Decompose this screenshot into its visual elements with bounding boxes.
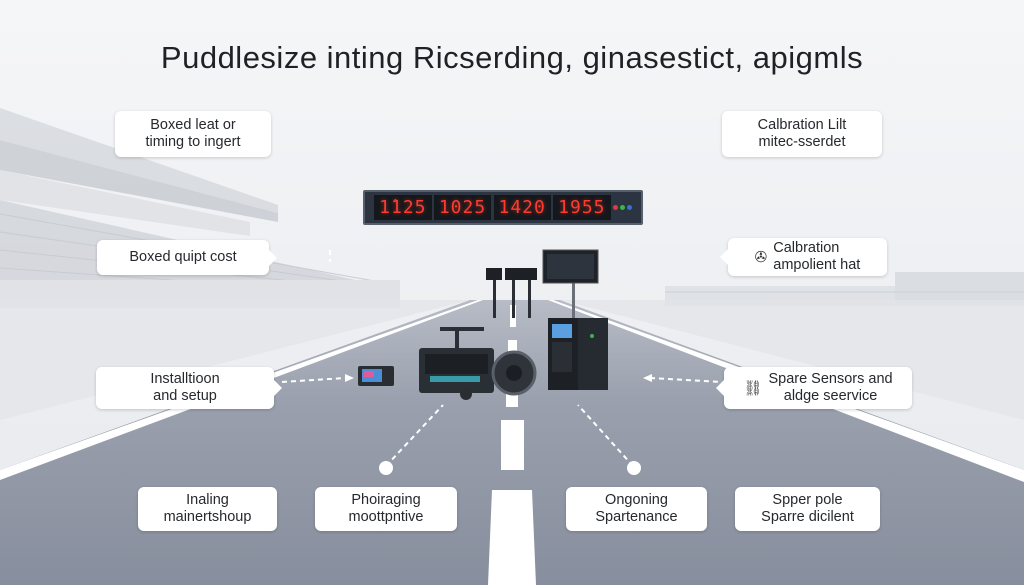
label-bottom-1-line1: Inaling	[186, 492, 229, 508]
label-bottom-3-line2: Spartenance	[595, 509, 678, 525]
label-bottom-3: Ongoning Spartenance	[566, 487, 707, 531]
page-title: Puddlesize inting Ricserding, ginasestic…	[160, 40, 864, 75]
timing-equipment	[358, 318, 608, 400]
label-bottom-2-line1: Phoiraging	[351, 492, 421, 508]
status-dot-green	[619, 205, 625, 210]
label-spare-sensors: ⛓ Spare Sensors and aldge seervice	[716, 367, 912, 409]
link-icon: ⛓	[743, 379, 763, 397]
connector-lines	[281, 250, 723, 467]
status-dots	[612, 205, 632, 210]
label-installation-line2: and setup	[153, 388, 217, 404]
label-mid-left-line1: Boxed quipt cost	[129, 249, 237, 265]
label-spare-sensors-line2: aldge seervice	[783, 388, 878, 404]
label-bottom-3-line1: Ongoning	[605, 492, 668, 508]
label-mid-left: Boxed quipt cost	[97, 240, 277, 275]
label-mid-right: ✇ Calbration ampolient hat	[720, 238, 887, 276]
label-bottom-2: Phoiraging moottpntive	[315, 487, 457, 531]
label-top-left-line1: Boxed leat or	[150, 117, 236, 133]
wrench-circle-icon: ✇	[754, 248, 768, 266]
label-mid-right-line1: Calbration	[773, 240, 840, 256]
label-bottom-1: Inaling mainertshoup	[138, 487, 277, 531]
label-bottom-4-line2: Sparre dicilent	[761, 509, 854, 525]
label-bottom-4-line1: Spper pole	[772, 492, 843, 508]
label-installation: Installtioon and setup	[96, 367, 282, 409]
label-bottom-4: Spper pole Sparre dicilent	[735, 487, 880, 531]
label-mid-right-line2: ampolient hat	[773, 257, 861, 273]
status-dot-blue	[626, 205, 632, 210]
scoreboard-readout-2: 1025	[433, 195, 492, 220]
label-bottom-2-line2: moottpntive	[348, 509, 424, 525]
label-bottom-1-line2: mainertshoup	[163, 509, 252, 525]
label-top-right: Calbration Lilt mitec-sserdet	[722, 111, 882, 157]
label-top-left: Boxed leat or timing to ingert	[115, 111, 271, 157]
label-top-right-line2: mitec-sserdet	[758, 134, 846, 150]
timing-scoreboard: 1̇125 1025 1420 1955	[363, 190, 643, 225]
label-top-left-line2: timing to ingert	[145, 134, 241, 150]
label-spare-sensors-line1: Spare Sensors and	[768, 371, 893, 387]
display-monitor	[542, 249, 599, 332]
scoreboard-readout-4: 1955	[553, 195, 611, 220]
label-top-right-line1: Calbration Lilt	[757, 117, 847, 133]
status-dot-red	[612, 205, 618, 210]
scoreboard-readout-1: 1̇125	[374, 195, 432, 220]
scoreboard-readout-3: 1420	[493, 195, 551, 220]
timing-sensor-poles	[486, 268, 537, 318]
label-installation-line1: Installtioon	[150, 371, 220, 387]
